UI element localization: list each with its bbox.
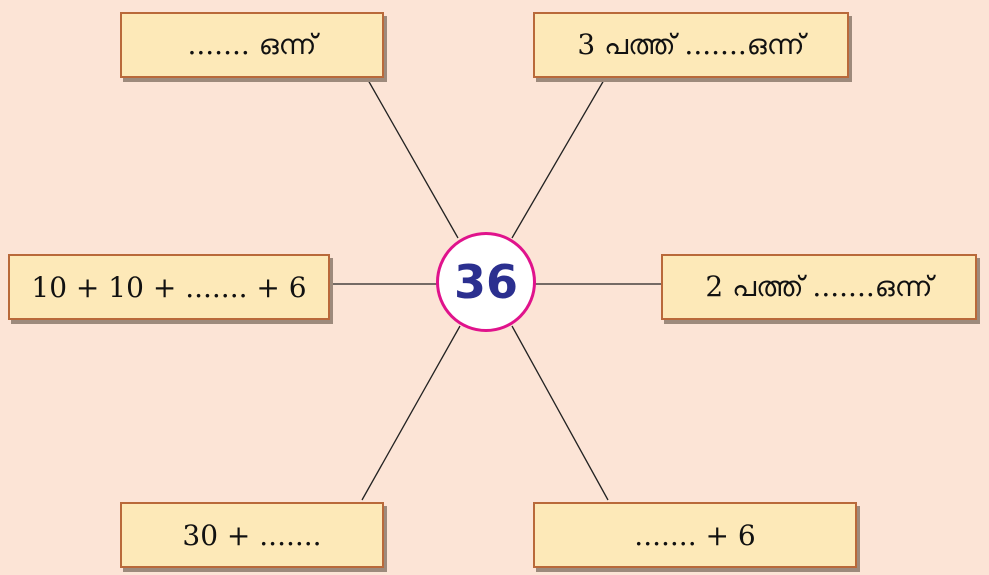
box-top-right-text: 3 പത്ത് .......ഒന്ന് (577, 28, 805, 61)
box-bottom-right: ....... + 6 (533, 502, 857, 568)
box-top-left: ....... ഒന്ന് (120, 12, 384, 78)
box-mid-right: 2 പത്ത് .......ഒന്ന് (661, 254, 977, 320)
connector-bottom-right (511, 325, 609, 501)
box-mid-left-text: 10 + 10 + ....... + 6 (31, 270, 307, 304)
box-top-right: 3 പത്ത് .......ഒന്ന് (533, 12, 849, 78)
box-mid-right-text: 2 പത്ത് .......ഒന്ന് (705, 270, 933, 303)
box-mid-left: 10 + 10 + ....... + 6 (8, 254, 330, 320)
center-number: 36 (453, 255, 518, 309)
connector-top-left (367, 79, 459, 239)
box-bottom-right-text: ....... + 6 (634, 518, 756, 552)
box-bottom-left-text: 30 + ....... (182, 518, 322, 552)
connector-bottom-left (361, 325, 461, 501)
connector-top-right (511, 79, 605, 239)
center-number-circle: 36 (436, 232, 536, 332)
box-bottom-left: 30 + ....... (120, 502, 384, 568)
box-top-left-text: ....... ഒന്ന് (187, 28, 317, 61)
